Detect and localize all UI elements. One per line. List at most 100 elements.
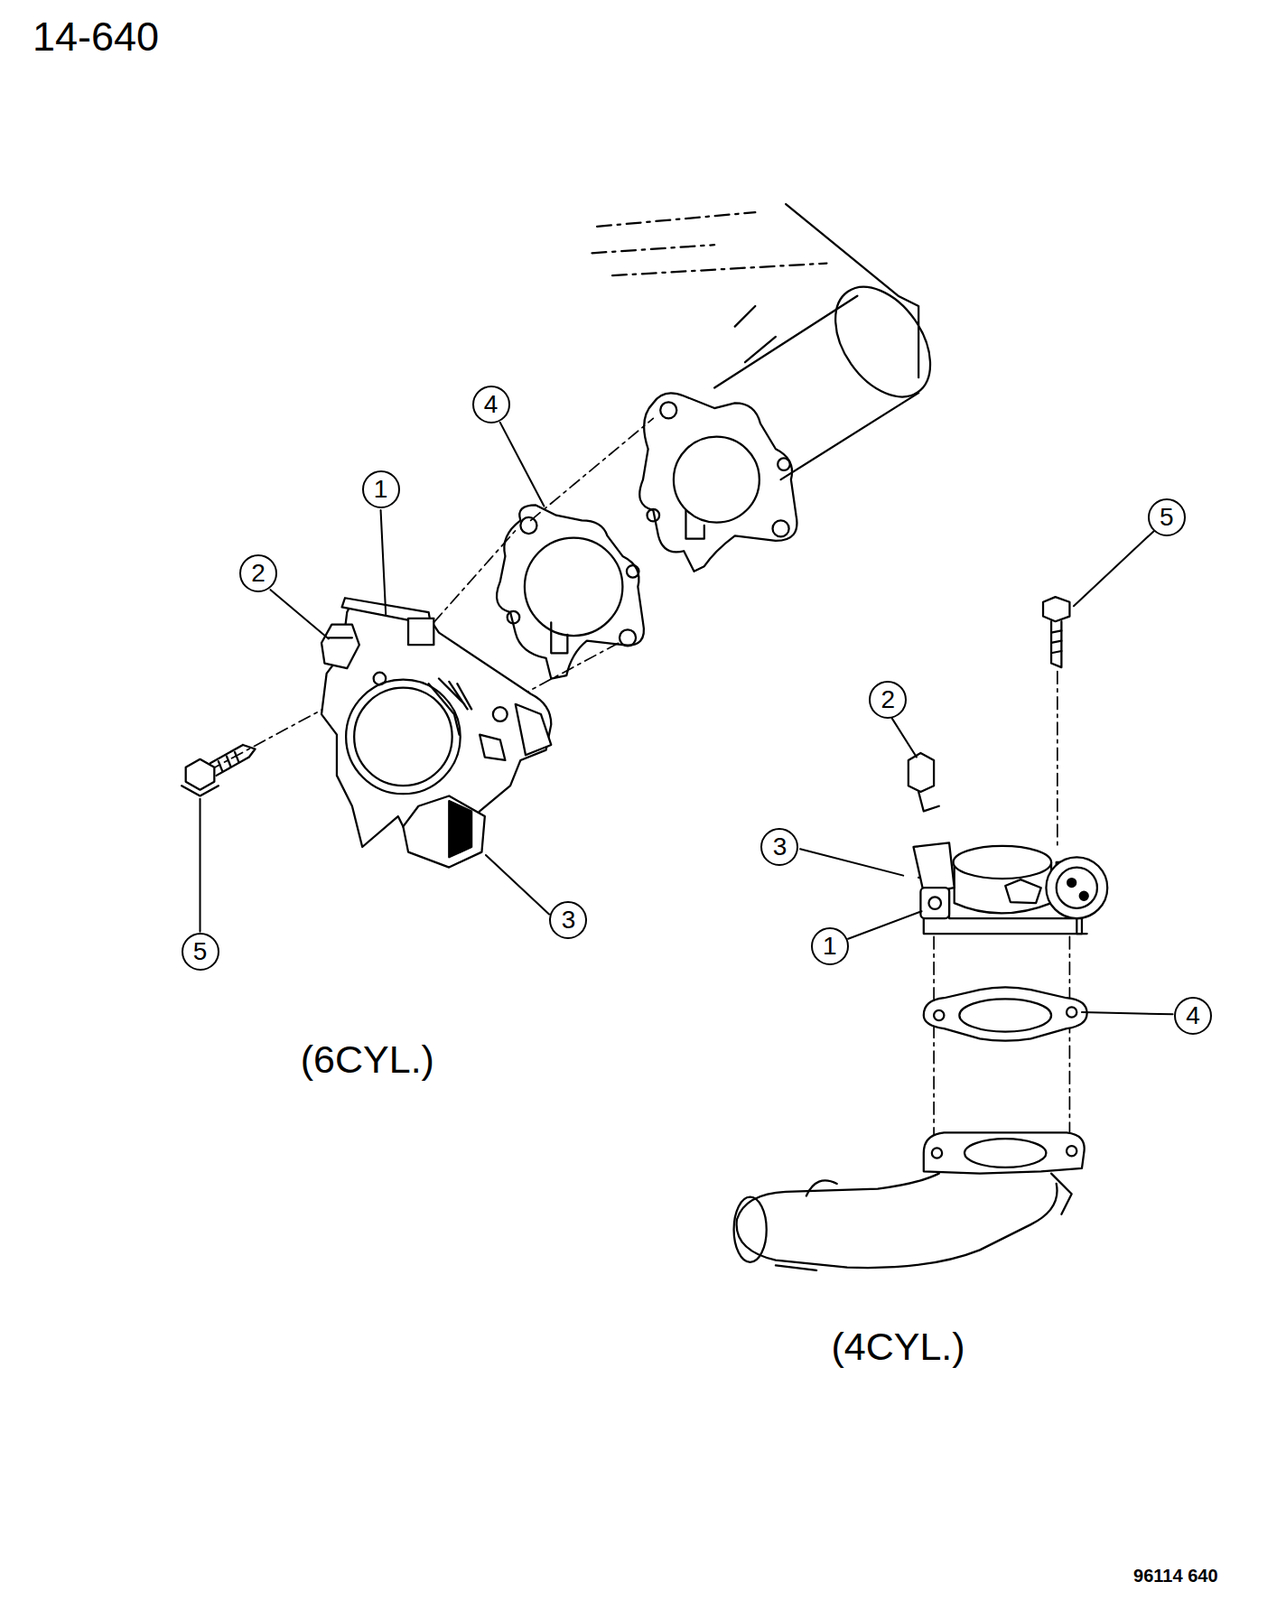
idle-air-control [1045, 857, 1108, 919]
intake-elbow [775, 1180, 838, 1271]
intake-manifold [816, 269, 951, 414]
callout-number: 2 [868, 680, 907, 719]
callout-number-text: 1 [822, 933, 838, 960]
variant-label: (6CYL.) [298, 1039, 437, 1081]
callout-number: 5 [181, 932, 220, 971]
page-number: 14-640 [30, 15, 161, 58]
throttle-body [373, 672, 387, 686]
gasket [619, 629, 636, 646]
intake-elbow [964, 1138, 1046, 1168]
throttle-position-sensor [448, 801, 472, 858]
throttle-body [408, 618, 434, 645]
leader-line [198, 799, 201, 932]
intake-manifold [735, 306, 776, 363]
throttle-body [920, 887, 950, 919]
manifold-flange [639, 392, 797, 572]
bolt [1043, 596, 1070, 668]
leader-line [381, 510, 387, 615]
gasket [496, 504, 644, 679]
alignment-line [932, 936, 935, 1156]
callout-number-text: 2 [251, 560, 266, 587]
gasket [626, 565, 640, 578]
callout-number-text: 3 [773, 834, 788, 860]
leader-line [270, 589, 328, 639]
intake-manifold [785, 204, 919, 378]
intake-elbow [1066, 1146, 1077, 1156]
throttle-body [345, 680, 461, 795]
callout-number-text: 4 [484, 391, 499, 418]
bolt [1051, 621, 1062, 668]
gasket [923, 987, 1088, 1041]
callout-number: 4 [1174, 997, 1212, 1035]
callout-number: 5 [1147, 498, 1186, 537]
figure-code: 96114 640 [1131, 1565, 1220, 1586]
throttle-body [515, 704, 552, 756]
alignment-line [531, 418, 654, 521]
callout-number-text: 5 [1159, 504, 1175, 531]
manifold-flange [660, 401, 677, 419]
leader-line [892, 718, 917, 758]
intake-elbow [1051, 1174, 1072, 1215]
leader-line [1081, 1012, 1174, 1015]
gasket [507, 611, 521, 625]
callout-number: 3 [549, 901, 588, 940]
alignment-line [433, 531, 515, 624]
gasket [496, 504, 644, 679]
leader-line [800, 848, 904, 876]
throttle-body [354, 688, 452, 786]
throttle-body [923, 918, 1082, 934]
gasket [1066, 1006, 1077, 1017]
leader-line [848, 911, 922, 940]
idle-air-control [1056, 867, 1098, 909]
alignment-line [933, 671, 1070, 1156]
callout-number: 4 [472, 385, 511, 424]
gasket [524, 538, 623, 636]
manifold-flange [639, 392, 797, 572]
sensor [908, 753, 934, 793]
variant-label: (4CYL.) [829, 1326, 967, 1368]
throttle-body [913, 842, 954, 893]
throttle-body [1005, 879, 1042, 904]
alignment-line [1056, 671, 1059, 848]
callout-number-text: 1 [373, 476, 389, 503]
idle-air-control [1067, 878, 1076, 887]
bolt [181, 785, 219, 796]
idle-air-control [328, 636, 353, 639]
callout-number: 1 [810, 927, 849, 966]
bolt [1051, 630, 1062, 653]
idle-air-control [321, 624, 360, 670]
intake-elbow [931, 1147, 942, 1158]
idle-air-control [1076, 918, 1087, 934]
gasket [520, 517, 537, 534]
manifold-flange [777, 457, 791, 471]
throttle-body [493, 707, 508, 722]
intake-manifold [714, 296, 919, 480]
intake-elbow [734, 1132, 1085, 1271]
callout-number: 1 [362, 470, 401, 509]
gasket [923, 987, 1088, 1041]
alignment-line [1069, 936, 1072, 1154]
callout-number-text: 3 [561, 907, 577, 933]
bolt [210, 745, 256, 776]
callout-number: 3 [760, 828, 799, 867]
sensor [908, 753, 940, 811]
gasket [550, 622, 568, 653]
leader-line [200, 422, 1174, 1015]
throttle-position-sensor [402, 795, 485, 867]
callout-number: 2 [239, 554, 278, 593]
leader-line [1073, 531, 1155, 607]
throttle-body [428, 679, 472, 736]
callout-number-text: 4 [1185, 1003, 1201, 1029]
intake-elbow [736, 1174, 1058, 1268]
idle-air-control [321, 624, 360, 670]
idle-air-control [1045, 857, 1108, 934]
bolt [218, 752, 240, 772]
bolt [181, 745, 255, 797]
intake-elbow [923, 1132, 1085, 1174]
gasket [933, 1010, 944, 1021]
intake-elbow [734, 1197, 767, 1263]
leader-line [500, 422, 545, 507]
bolt [1043, 596, 1070, 622]
